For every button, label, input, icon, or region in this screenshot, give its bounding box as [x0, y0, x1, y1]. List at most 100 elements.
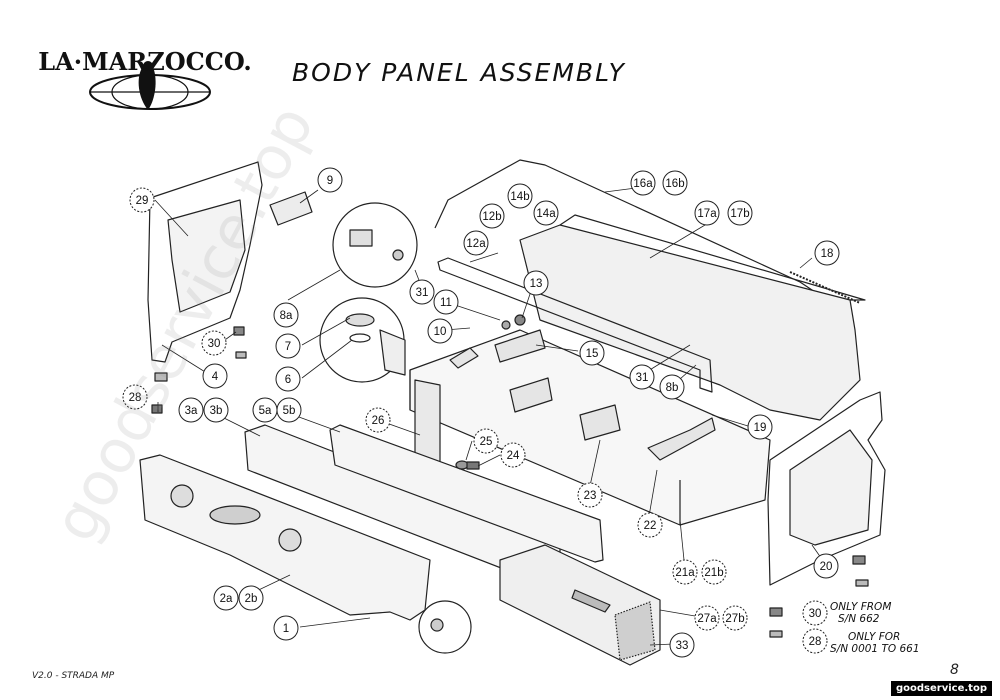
callout-circle	[694, 200, 720, 226]
callout-circle	[672, 559, 698, 585]
callout-23: 23	[577, 482, 603, 508]
feet-25	[455, 460, 469, 470]
sealing-strip	[789, 271, 861, 304]
callout-circle	[201, 330, 227, 356]
callout-label: 12a	[466, 238, 486, 250]
callout-27a: 27a	[694, 605, 720, 631]
note-only-for-line2: S/N 0001 TO 661	[830, 643, 920, 655]
callout-circle	[659, 374, 685, 400]
callout-label: 14b	[510, 191, 529, 203]
callout-17b: 17b	[727, 200, 753, 226]
callout-circle	[273, 615, 299, 641]
detail-circle-bottom	[418, 600, 472, 654]
site-badge: goodservice.top	[891, 681, 992, 696]
callout-21b: 21b	[701, 559, 727, 585]
callout-8b: 8b	[659, 374, 685, 400]
callout-label: 5a	[259, 405, 272, 417]
bracket-9	[269, 191, 313, 226]
callout-1: 1	[273, 615, 299, 641]
callout-3b: 3b	[203, 397, 229, 423]
callout-28: 28	[802, 628, 828, 654]
callout-10: 10	[427, 318, 453, 344]
callout-label: 3a	[185, 405, 198, 417]
callout-label: 31	[636, 372, 649, 384]
callout-28: 28	[122, 384, 148, 410]
callout-circle	[500, 442, 526, 468]
callout-circle	[629, 364, 655, 390]
callout-label: 8b	[666, 382, 679, 394]
callout-circle	[669, 632, 695, 658]
callout-circle	[273, 302, 299, 328]
detail-circle-upper	[332, 202, 418, 288]
callout-circle	[463, 230, 489, 256]
callout-7: 7	[275, 333, 301, 359]
callout-11: 11	[433, 289, 459, 315]
callout-30: 30	[201, 330, 227, 356]
callout-circle	[473, 428, 499, 454]
callout-circle	[317, 167, 343, 193]
page-number: 8	[950, 662, 959, 678]
logo-lion-figure	[138, 68, 156, 110]
callout-label: 30	[208, 338, 221, 350]
callout-label: 2b	[245, 593, 258, 605]
callout-circle	[813, 553, 839, 579]
pressure-gauge-left	[170, 484, 194, 508]
callout-circle	[427, 318, 453, 344]
callout-14b: 14b	[507, 183, 533, 209]
pressure-gauge-right	[278, 528, 302, 552]
callout-3a: 3a	[178, 397, 204, 423]
callout-label: 28	[129, 392, 142, 404]
spacer-8a	[349, 229, 373, 247]
callout-label: 3b	[210, 405, 223, 417]
callout-5a: 5a	[252, 397, 278, 423]
callout-label: 2a	[220, 593, 233, 605]
callout-label: 18	[821, 248, 834, 260]
callout-label: 4	[212, 371, 219, 383]
callout-circle	[202, 363, 228, 389]
callout-label: 15	[586, 348, 599, 360]
callout-circle	[662, 170, 688, 196]
callout-circle	[507, 183, 533, 209]
callout-label: 25	[480, 436, 493, 448]
callout-label: 24	[507, 450, 520, 462]
la-marzocco-logo: LA·MARZOCCO.	[38, 47, 252, 110]
callout-22: 22	[637, 512, 663, 538]
callout-12b: 12b	[479, 203, 505, 229]
callout-16b: 16b	[662, 170, 688, 196]
lower-front-panel-5	[329, 424, 604, 563]
callout-25: 25	[473, 428, 499, 454]
callout-24: 24	[500, 442, 526, 468]
callout-circle	[523, 270, 549, 296]
callout-circle	[577, 482, 603, 508]
callout-label: 17a	[697, 208, 717, 220]
callout-26: 26	[365, 407, 391, 433]
callout-29: 29	[129, 187, 155, 213]
callout-label: 30	[809, 608, 822, 620]
note-only-from-line2: S/N 662	[838, 613, 880, 625]
callout-label: 6	[285, 374, 291, 386]
model-version: V2.0 - STRADA MP	[32, 671, 115, 681]
callout-16a: 16a	[630, 170, 656, 196]
callout-label: 29	[136, 195, 149, 207]
callout-circle	[203, 397, 229, 423]
callout-2a: 2a	[213, 585, 239, 611]
callout-2b: 2b	[238, 585, 264, 611]
callout-20: 20	[813, 553, 839, 579]
callout-9: 9	[317, 167, 343, 193]
callout-label: 1	[283, 623, 289, 635]
callout-label: 28	[809, 636, 822, 648]
logo-text: LA·MARZOCCO.	[38, 47, 251, 76]
callout-label: 27a	[697, 613, 717, 625]
callout-6: 6	[275, 366, 301, 392]
callout-label: 7	[285, 341, 291, 353]
callout-circle	[275, 366, 301, 392]
callout-17a: 17a	[694, 200, 720, 226]
callout-circle	[122, 384, 148, 410]
page-title: BODY PANEL ASSEMBLY	[292, 58, 626, 87]
callout-label: 11	[440, 297, 452, 309]
callout-circle	[276, 397, 302, 423]
callout-15: 15	[579, 340, 605, 366]
callout-circle	[701, 559, 727, 585]
